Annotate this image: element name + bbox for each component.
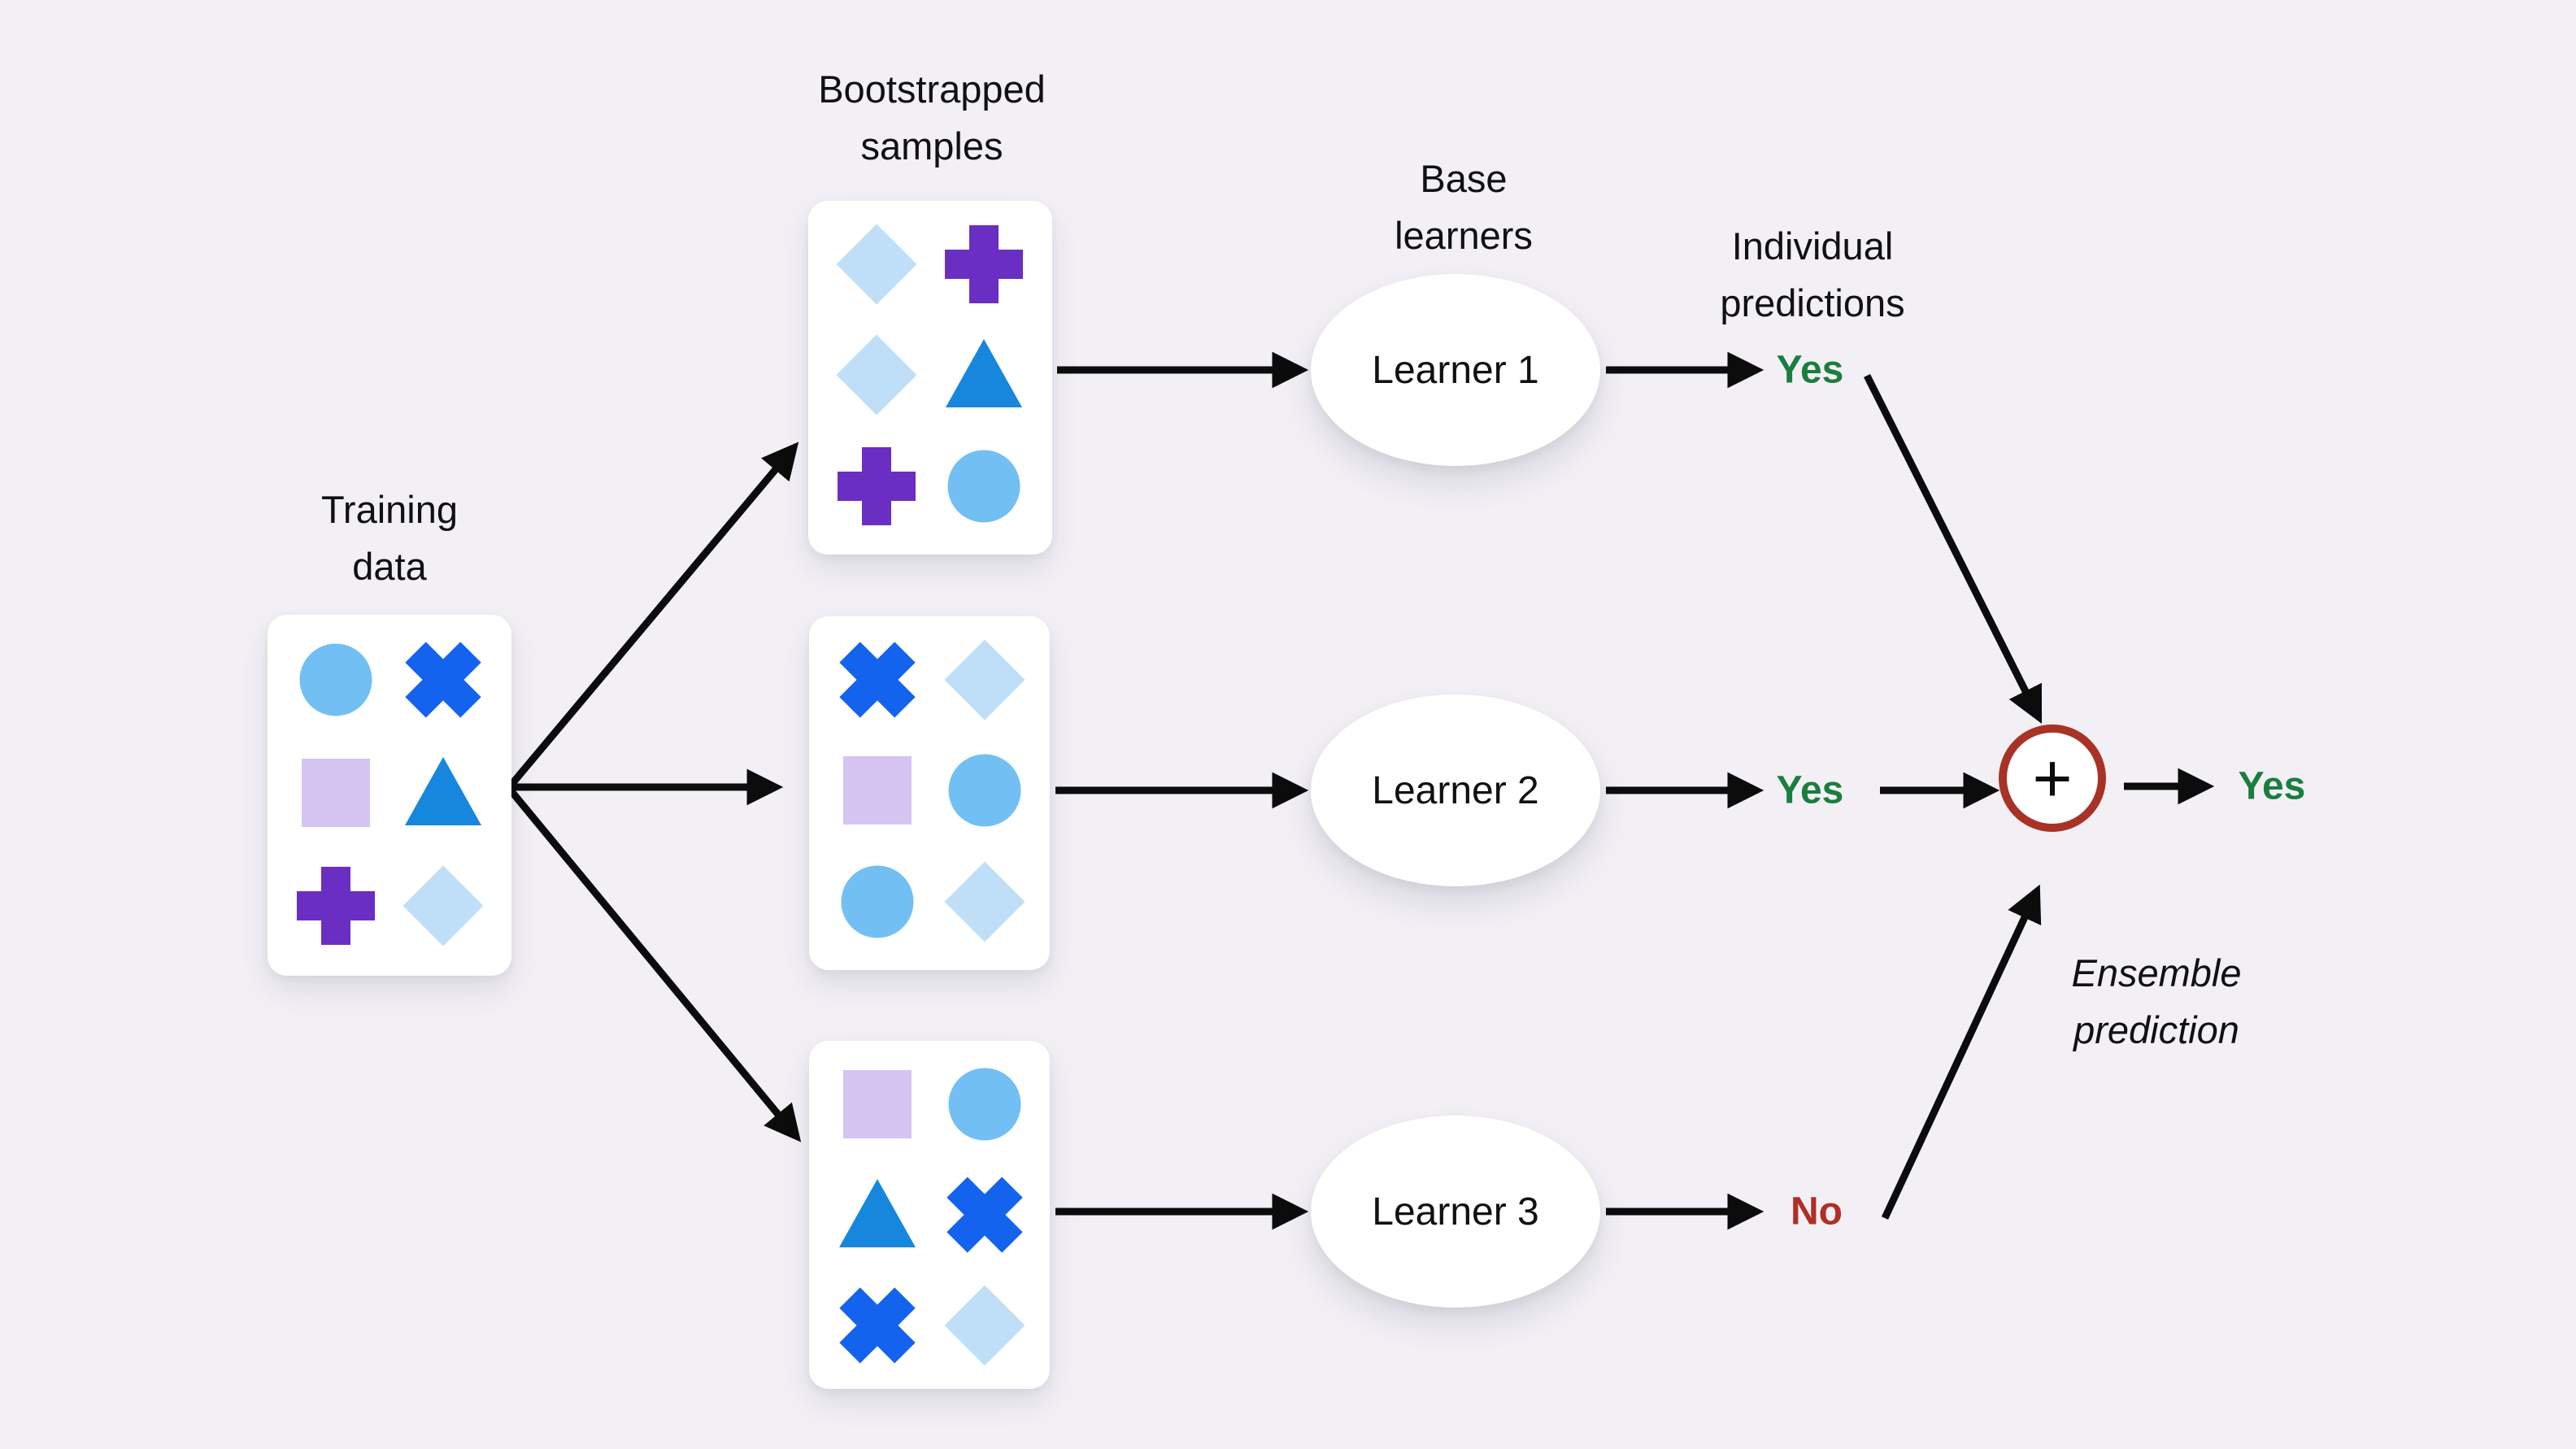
label-training-data-line1: Training (320, 488, 459, 531)
plus-shape-icon (297, 867, 375, 946)
label-training-data: Training data (321, 481, 458, 595)
arrow-training-to-sample-1 (507, 442, 799, 788)
label-ensemble-prediction-line2: prediction (2073, 1008, 2239, 1051)
label-training-data-line2: data (352, 545, 427, 588)
learner-3-prediction-label: No (1791, 1190, 1843, 1234)
cross-shape-icon (405, 641, 481, 718)
triangle-shape-icon (946, 339, 1022, 408)
square-shape-icon (843, 1070, 912, 1138)
learner-2-label: Learner 2 (1372, 768, 1539, 812)
circle-shape-icon (948, 754, 1021, 827)
label-individual-predictions-line2: predictions (1720, 281, 1905, 324)
diamond-shape-icon (836, 334, 917, 416)
cross-shape-icon (839, 642, 916, 718)
label-bootstrapped-samples-line2: samples (860, 124, 1003, 168)
aggregator-plus-node: + (1999, 724, 2106, 832)
circle-shape-icon (948, 1068, 1021, 1141)
plus-shape-icon (838, 446, 916, 525)
bootstrap-sample-3-card (809, 1041, 1050, 1389)
diamond-shape-icon (402, 865, 484, 946)
training-data-card (268, 615, 511, 976)
plus-shape-icon (945, 225, 1023, 304)
learner-1-node: Learner 1 (1311, 274, 1600, 466)
label-ensemble-prediction-line1: Ensemble (2071, 951, 2242, 994)
circle-shape-icon (947, 450, 1020, 523)
ensemble-output-label: Yes (2238, 764, 2306, 808)
bootstrap-sample-2-card (809, 616, 1050, 970)
square-shape-icon (843, 756, 912, 825)
learner-2-prediction-label: Yes (1776, 768, 1844, 812)
triangle-shape-icon (839, 1179, 916, 1247)
label-individual-predictions: Individual predictions (1720, 218, 1904, 332)
cross-shape-icon (946, 1177, 1023, 1253)
square-shape-icon (302, 758, 370, 827)
label-base-learners-line1: Base (1420, 157, 1508, 200)
label-bootstrapped-samples-line1: Bootstrapped (818, 67, 1046, 111)
label-ensemble-prediction: Ensemble prediction (2072, 945, 2242, 1059)
arrow-prediction-3-to-aggregator (1881, 884, 2042, 1220)
bootstrap-sample-1-card (808, 201, 1052, 555)
diamond-shape-icon (944, 639, 1025, 720)
cross-shape-icon (839, 1287, 916, 1364)
learner-1-prediction-label: Yes (1776, 348, 1844, 392)
triangle-shape-icon (405, 756, 481, 825)
learner-3-label: Learner 3 (1372, 1190, 1539, 1234)
diamond-shape-icon (836, 224, 917, 305)
label-base-learners: Base learners (1395, 150, 1533, 264)
arrow-training-to-sample-3 (507, 788, 802, 1142)
plus-icon: + (2032, 740, 2073, 816)
label-bootstrapped-samples: Bootstrapped samples (818, 61, 1046, 175)
circle-shape-icon (841, 865, 914, 938)
label-base-learners-line2: learners (1395, 214, 1533, 257)
circle-shape-icon (299, 643, 372, 716)
label-individual-predictions-line1: Individual (1731, 224, 1894, 268)
learner-3-node: Learner 3 (1311, 1116, 1600, 1308)
learner-2-node: Learner 2 (1311, 694, 1600, 886)
diamond-shape-icon (944, 1285, 1025, 1366)
arrow-prediction-1-to-aggregator (1863, 373, 2043, 724)
learner-1-label: Learner 1 (1372, 348, 1539, 392)
diamond-shape-icon (944, 861, 1025, 942)
